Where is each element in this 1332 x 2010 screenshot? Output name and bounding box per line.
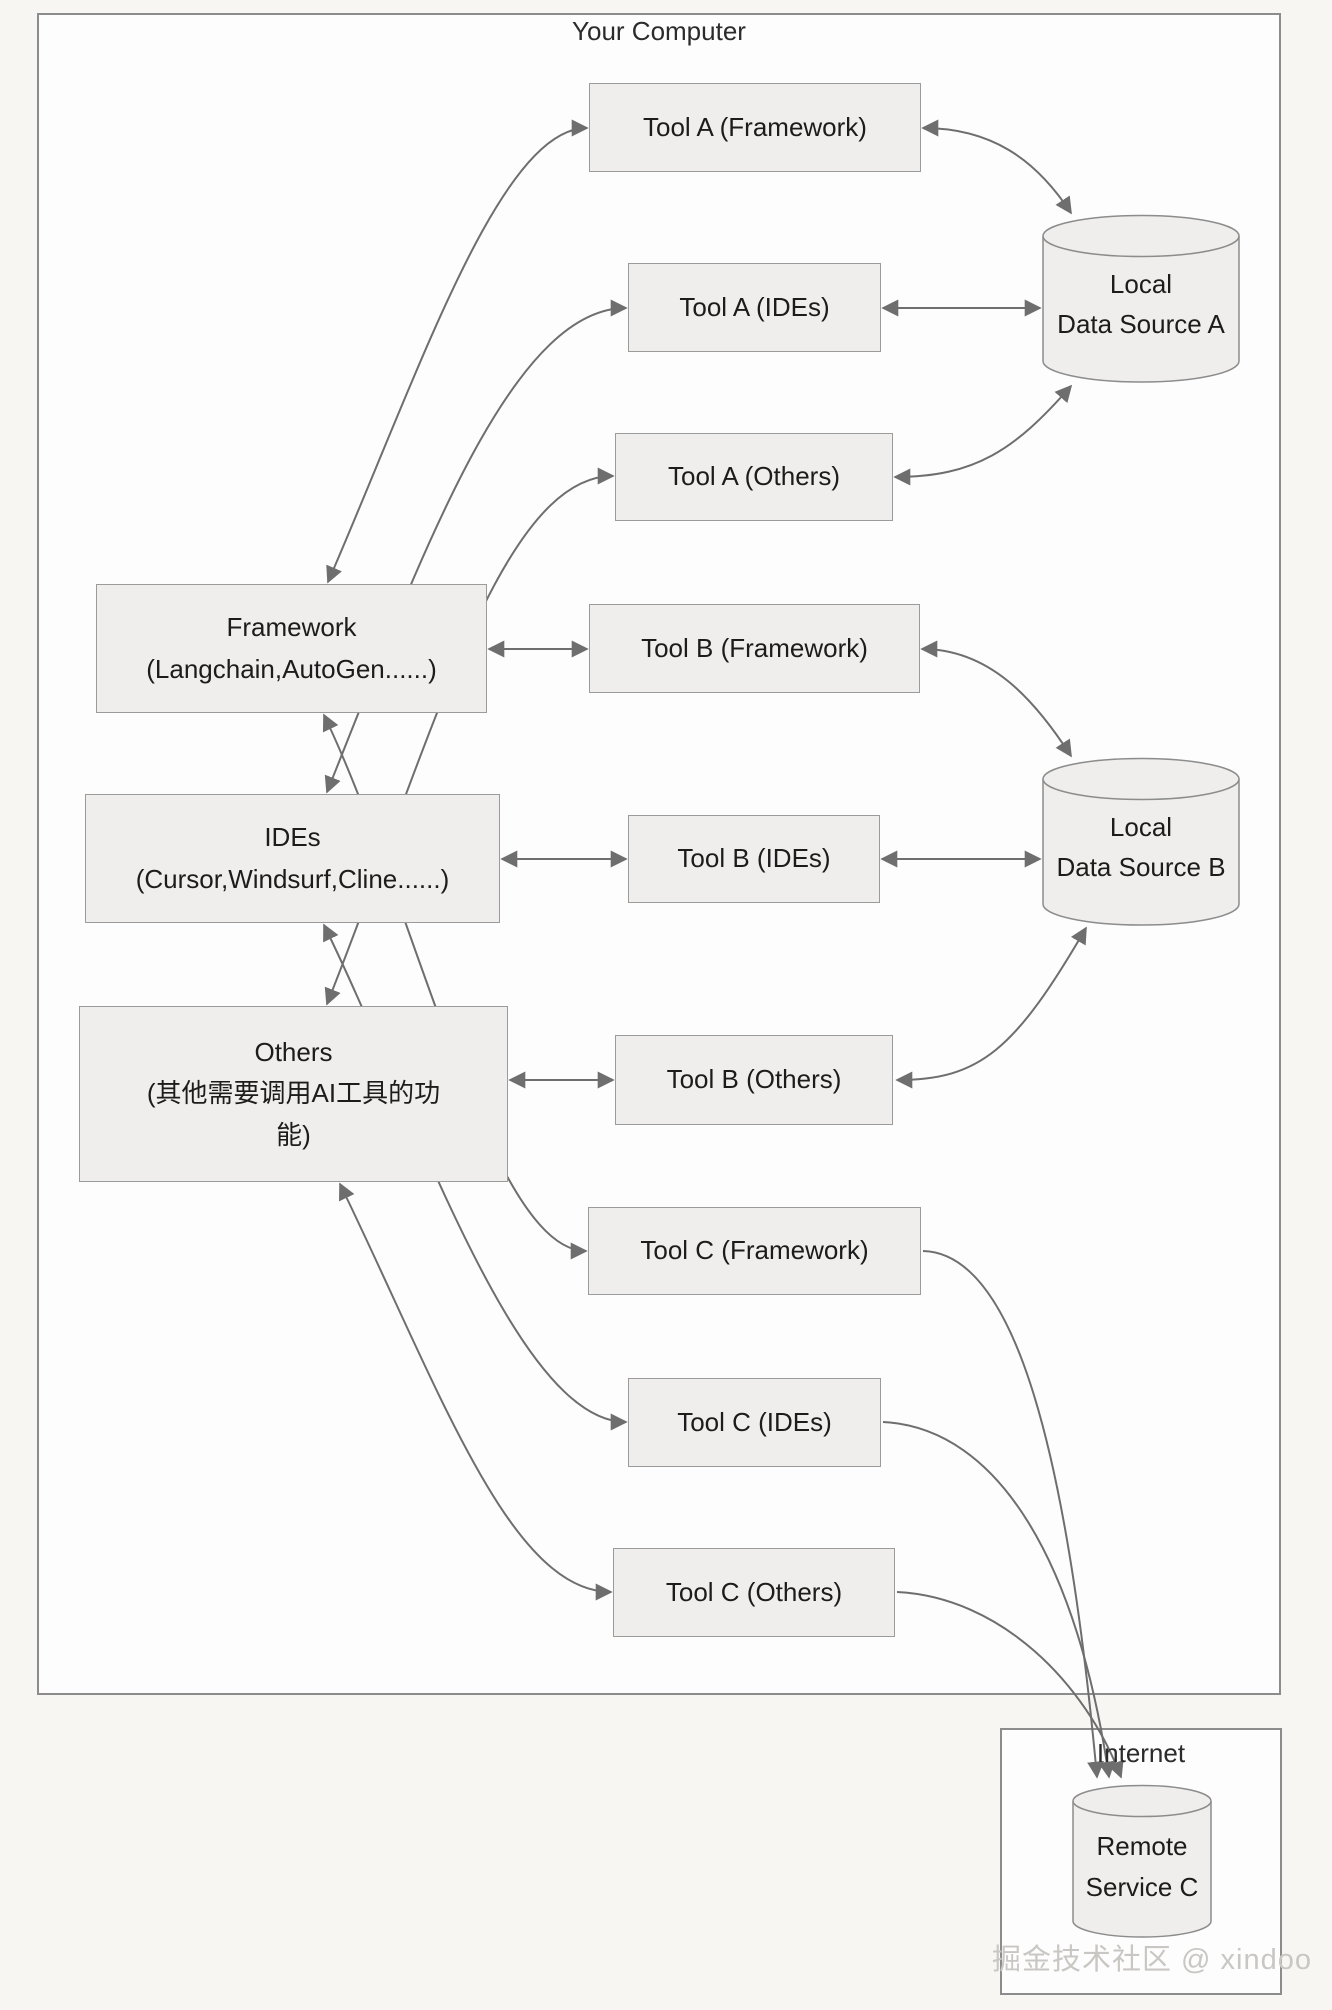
local-data-source-a-label: Local Data Source A (1042, 214, 1240, 384)
ides-node: IDEs (Cursor,Windsurf,Cline......) (85, 794, 500, 923)
framework-title: Framework (226, 611, 357, 642)
tool-b-framework-label: Tool B (Framework) (641, 632, 868, 663)
internet-label: Internet (1096, 1738, 1186, 1768)
arrow-tool-c-others-remote (896, 1591, 1124, 1779)
ides-subtitle: (Cursor,Windsurf,Cline......) (135, 863, 450, 894)
cylinder-shape-b (1042, 757, 1240, 926)
your-computer-label: Your Computer (572, 16, 746, 46)
ds-b-line2: Data Source B (1056, 852, 1226, 882)
tool-a-others-label: Tool A (Others) (668, 461, 840, 492)
arrow-tool-b-others-ds-b (895, 926, 1087, 1089)
remote-service-c-cylinder: Remote Service C (1072, 1784, 1212, 1939)
others-title: Others (254, 1036, 333, 1067)
tool-c-ides-label: Tool C (IDEs) (677, 1406, 832, 1437)
tool-a-others-node: Tool A (Others) (615, 433, 893, 521)
ds-a-line2: Data Source A (1057, 309, 1225, 339)
arrow-tool-c-ides-remote (882, 1421, 1116, 1779)
tool-c-framework-node: Tool C (Framework) (588, 1207, 921, 1295)
arrow-tool-a-others-ds-a (893, 384, 1073, 486)
watermark-text: 掘金技术社区 @ xindoo (992, 1944, 1313, 1976)
arrow-framework-tool-a (326, 119, 589, 584)
tool-a-framework-node: Tool A (Framework) (589, 83, 921, 172)
local-data-source-b-label: Local Data Source B (1042, 757, 1240, 927)
others-subtitle: (其他需要调用AI工具的功能) (146, 1078, 441, 1150)
framework-subtitle: (Langchain,AutoGen......) (146, 653, 437, 684)
rsc-line2: Service C (1085, 1871, 1199, 1902)
tool-a-framework-label: Tool A (Framework) (643, 111, 867, 142)
arrow-tool-b-framework-ds-b (920, 640, 1072, 758)
local-data-source-b-cylinder: Local Data Source B (1042, 757, 1240, 927)
framework-node: Framework (Langchain,AutoGen......) (96, 584, 487, 713)
arrow-ides-tool-a (324, 299, 628, 794)
arrow-tool-c-framework-remote (922, 1250, 1105, 1779)
tool-c-others-label: Tool C (Others) (665, 1576, 843, 1607)
arrow-others-tool-c (339, 1182, 613, 1601)
cylinder-shape-c (1072, 1784, 1212, 1938)
tool-a-ides-node: Tool A (IDEs) (628, 263, 881, 352)
tool-c-framework-label: Tool C (Framework) (640, 1235, 869, 1266)
local-data-source-a-cylinder: Local Data Source A (1042, 214, 1240, 384)
tool-b-ides-label: Tool B (IDEs) (677, 843, 831, 874)
arrow-others-tool-a (324, 467, 615, 1006)
tool-b-others-label: Tool B (Others) (666, 1064, 842, 1095)
tool-c-others-node: Tool C (Others) (613, 1548, 895, 1637)
cylinder-shape-a (1042, 214, 1240, 383)
arrow-tool-a-framework-ds-a (921, 119, 1072, 215)
ides-title: IDEs (264, 821, 321, 852)
tool-b-ides-node: Tool B (IDEs) (628, 815, 880, 903)
rsc-line1: Remote (1096, 1831, 1188, 1862)
tool-b-framework-node: Tool B (Framework) (589, 604, 920, 693)
ds-a-line1: Local (1109, 268, 1173, 299)
ds-b-line1: Local (1109, 811, 1173, 842)
tool-a-ides-label: Tool A (IDEs) (679, 291, 830, 322)
tool-b-others-node: Tool B (Others) (615, 1035, 893, 1125)
tool-c-ides-node: Tool C (IDEs) (628, 1378, 881, 1467)
remote-service-c-label: Remote Service C (1072, 1784, 1212, 1939)
others-node: Others (其他需要调用AI工具的功能) (79, 1006, 508, 1182)
